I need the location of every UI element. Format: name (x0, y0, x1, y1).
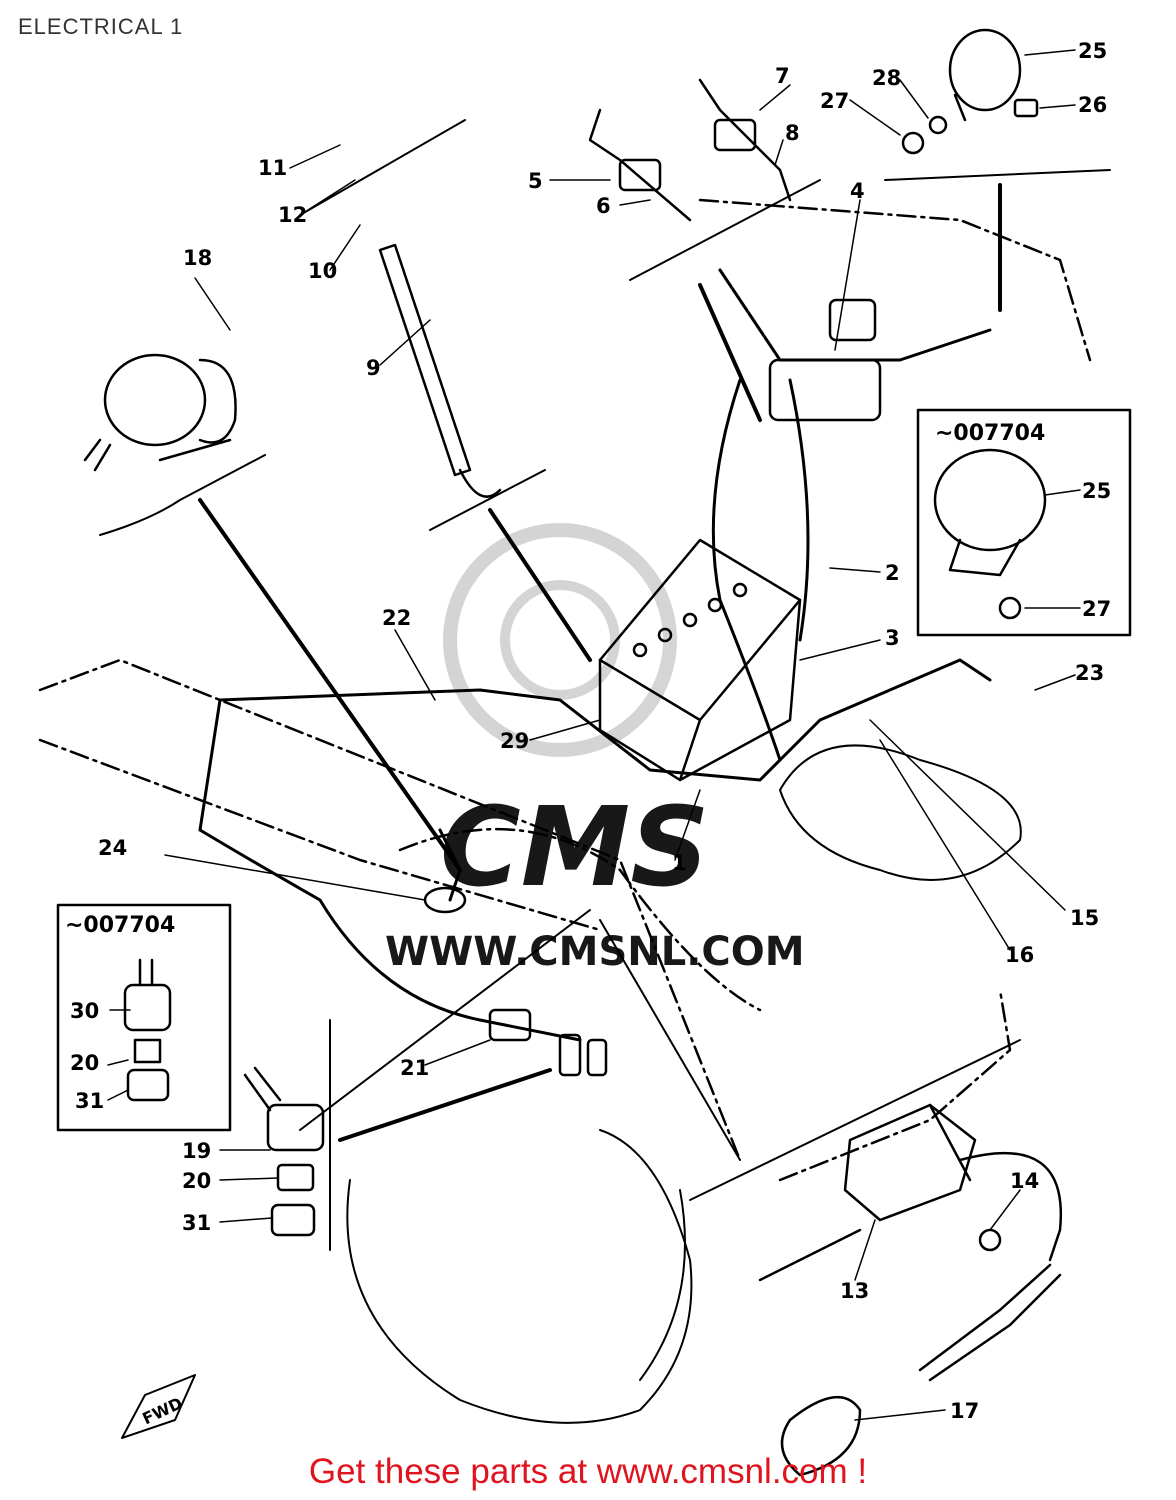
callout-12: 12 (278, 203, 307, 227)
callout-22: 22 (382, 606, 411, 630)
inset-callout-25: 25 (1082, 479, 1111, 503)
callout-17: 17 (950, 1399, 979, 1423)
inset-label-stop-switch: ~007704 (935, 421, 1045, 446)
fwd-label: FWD (139, 1393, 185, 1428)
callout-25: 25 (1078, 39, 1107, 63)
callout-7: 7 (775, 64, 790, 88)
wiring-harness (198, 268, 992, 1042)
callout-31: 31 (182, 1211, 211, 1235)
callout-15: 15 (1070, 906, 1099, 930)
callout-27: 27 (820, 89, 849, 113)
page-title: ELECTRICAL 1 (18, 14, 184, 39)
battery (598, 538, 802, 782)
connector (488, 1008, 608, 1077)
callout-24: 24 (98, 836, 127, 860)
callout-14: 14 (1010, 1169, 1039, 1193)
plug-cap (780, 1263, 1062, 1477)
ignition-coil (758, 1103, 1063, 1282)
callout-4: 4 (850, 179, 865, 203)
callout-numbers: 1 2 3 4 5 6 7 8 9 10 11 12 13 14 15 16 1… (70, 39, 1107, 1423)
bracket-lines (99, 119, 1111, 1251)
stop-switch (901, 28, 1039, 155)
frame-outline (38, 198, 1092, 1182)
inset-callout-20: 20 (70, 1051, 99, 1075)
callout-29: 29 (500, 729, 529, 753)
callout-9: 9 (366, 356, 381, 380)
callout-10: 10 (308, 259, 337, 283)
callout-19: 19 (182, 1139, 211, 1163)
callout-1: 1 (672, 851, 687, 875)
callout-5: 5 (528, 169, 543, 193)
watermark: CMS WWW.CMSNL.COM (385, 523, 805, 975)
inset-labels: ~007704 25 27 ~007704 20 31 (65, 421, 1111, 1113)
watermark-logo: CMS (440, 783, 709, 911)
callout-28: 28 (872, 66, 901, 90)
footer-banner: Get these parts at www.cmsnl.com ! (0, 1452, 1176, 1492)
callout-6: 6 (596, 194, 611, 218)
callout-3: 3 (885, 626, 900, 650)
inset-label-main-switch: ~007704 (65, 913, 175, 938)
callout-21: 21 (400, 1056, 429, 1080)
leader-lines (198, 183, 1002, 1142)
inset-stop-switch (916, 408, 1132, 637)
callout-8: 8 (785, 121, 800, 145)
body-panels (299, 744, 1022, 1424)
callout-11: 11 (258, 156, 287, 180)
starter-relay (768, 298, 882, 422)
main-switch (243, 1066, 325, 1237)
fuse-holders (588, 78, 792, 222)
inset-callout-31: 31 (75, 1089, 104, 1113)
callout-20: 20 (182, 1169, 211, 1193)
callout-18: 18 (183, 246, 212, 270)
breather-tube (378, 243, 502, 498)
callout-13: 13 (840, 1279, 869, 1303)
callout-26: 26 (1078, 93, 1107, 117)
callout-30: 30 (70, 999, 99, 1023)
callout-16: 16 (1005, 943, 1034, 967)
footer-link[interactable]: Get these parts at www.cmsnl.com ! (308, 1452, 868, 1491)
callout-lines (107, 49, 1081, 1421)
inset-callout-27: 27 (1082, 597, 1111, 621)
callout-2: 2 (885, 561, 900, 585)
horn (83, 353, 237, 472)
fwd-arrow (121, 1374, 196, 1439)
inset-main-switch (56, 903, 232, 1132)
callout-23: 23 (1075, 661, 1104, 685)
watermark-url: WWW.CMSNL.COM (385, 929, 805, 975)
